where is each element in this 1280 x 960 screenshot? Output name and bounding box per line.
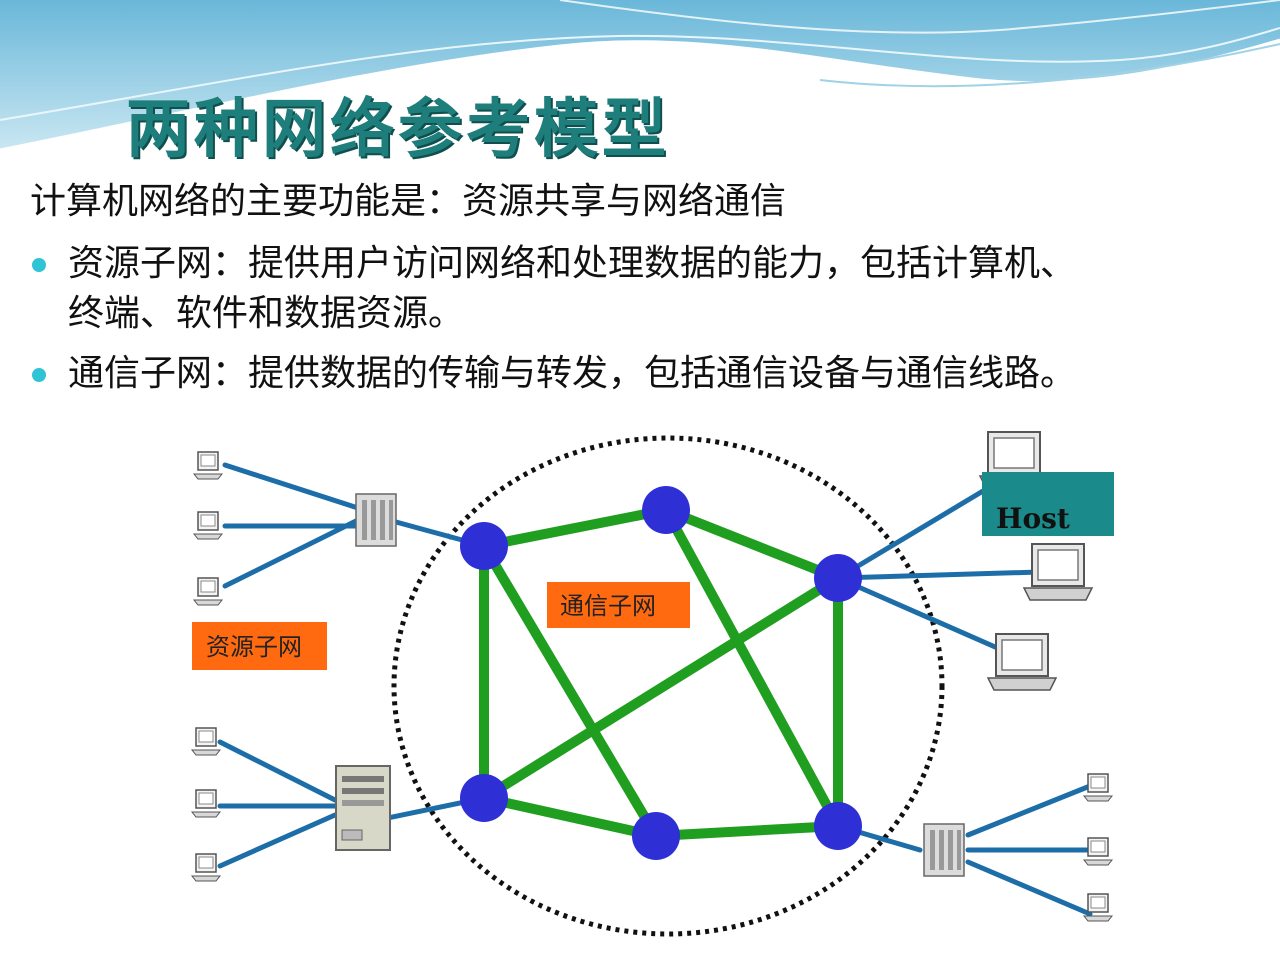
switch-node	[460, 774, 508, 822]
host-box	[982, 472, 1114, 536]
terminal-icon	[1083, 773, 1113, 802]
comm-subnet-label: 通信子网	[560, 592, 656, 620]
bullet-dot-icon	[32, 368, 46, 382]
comm-subnet-label-box	[547, 582, 690, 628]
access-lines	[217, 462, 1093, 917]
bullet-dot-icon	[32, 258, 46, 272]
server-icon	[335, 765, 391, 851]
bullet-resource-subnet-line2: 终端、软件和数据资源。	[68, 293, 465, 334]
workstation-icon	[987, 633, 1057, 691]
switch-node	[632, 812, 680, 860]
header-wave-decoration	[0, 0, 1280, 152]
router-icon	[923, 823, 965, 877]
slide-title: 两种网络参考模型	[126, 93, 670, 167]
switch-node	[814, 802, 862, 850]
switch-node	[814, 554, 862, 602]
comm-subnet-boundary	[391, 435, 945, 937]
bullet-comm-subnet-line1: 通信子网：提供数据的传输与转发，包括通信设备与通信线路。	[68, 353, 1077, 394]
terminal-icon	[193, 451, 223, 480]
host-label: Host	[996, 502, 1070, 535]
switch-node	[460, 522, 508, 570]
terminal-icon	[191, 727, 221, 756]
terminal-icon	[1083, 893, 1113, 922]
workstation-icon	[1023, 543, 1093, 601]
resource-subnet-label: 资源子网	[206, 633, 302, 661]
terminal-icon	[191, 853, 221, 882]
bullet-resource-subnet-line1: 资源子网：提供用户访问网络和处理数据的能力，包括计算机、	[68, 243, 1077, 284]
terminal-icon	[193, 511, 223, 540]
resource-subnet-label-box	[192, 622, 327, 670]
terminal-icon	[193, 577, 223, 606]
switch-node	[642, 486, 690, 534]
network-diagram: Host 通信子网 资源子网	[191, 431, 1114, 937]
terminal-icon	[1083, 837, 1113, 866]
intro-line: 计算机网络的主要功能是：资源共享与网络通信	[30, 181, 787, 222]
comm-links	[479, 505, 843, 841]
router-icon	[355, 493, 397, 547]
terminal-icon	[191, 789, 221, 818]
